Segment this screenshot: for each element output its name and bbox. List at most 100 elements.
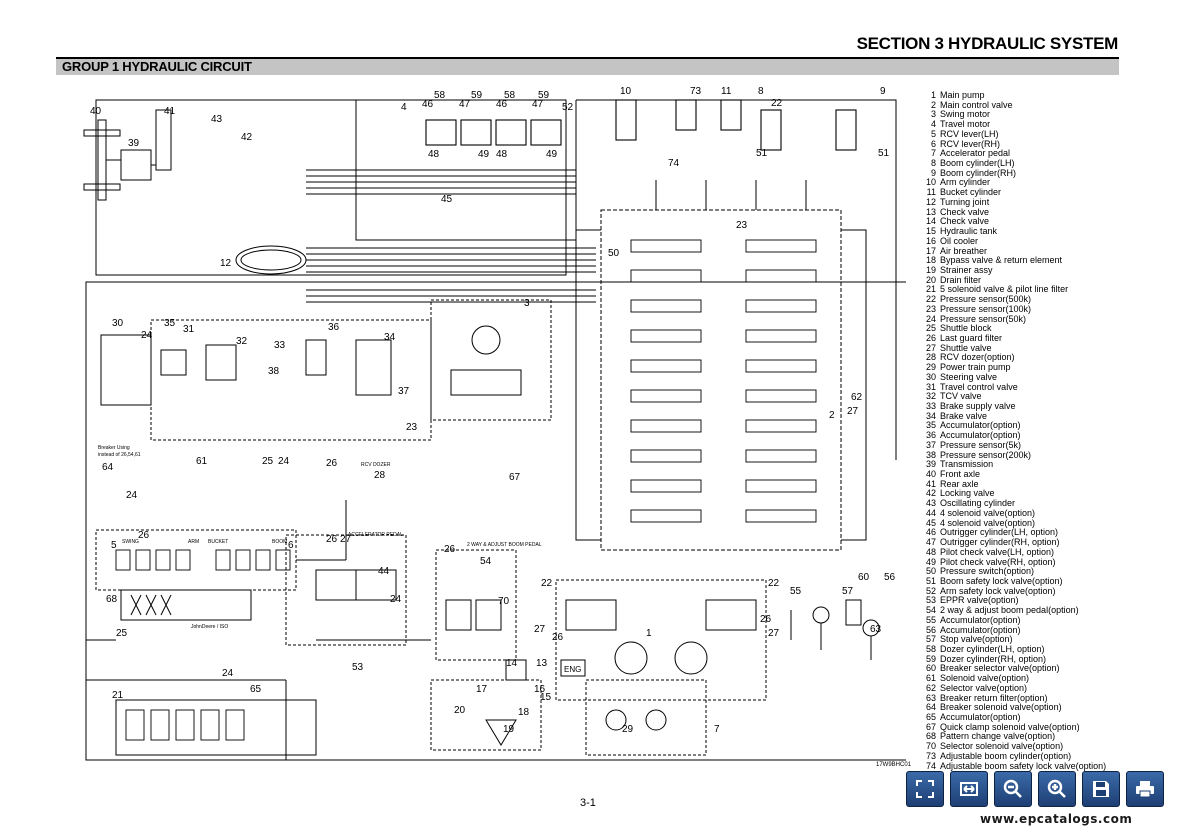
save-button[interactable]: [1082, 771, 1120, 807]
diagram-label-16: 16: [534, 684, 546, 695]
diagram-label-23: 23: [736, 220, 748, 231]
legend-item-number: 3: [930, 109, 936, 120]
diagram-label-26: 26: [326, 458, 338, 469]
diagram-label-58: 58: [434, 90, 446, 101]
legend-item-number: 24: [925, 313, 936, 324]
diagram-label-47: 47: [459, 99, 471, 110]
fit-page-button[interactable]: [906, 771, 944, 807]
fit-width-button[interactable]: [950, 771, 988, 807]
legend-item-text: Pressure sensor(100k): [940, 303, 1032, 314]
legend-item-text: Pressure sensor(200k): [940, 449, 1032, 460]
legend-item-text: Main pump: [940, 90, 985, 100]
diagram-label-34: 34: [384, 332, 396, 343]
page-number: 3-1: [580, 797, 596, 809]
legend-item-text: RCV lever(LH): [940, 128, 999, 139]
legend-item-number: 28: [925, 352, 936, 363]
hydraulic-circuit-schematic: 40 41 43 42 39 4 58 59 58 59 46 47 46 47…: [83, 86, 906, 761]
diagram-label-18: 18: [518, 707, 530, 718]
legend-item-text: Boom safety lock valve(option): [940, 575, 1063, 586]
legend-item-number: 47: [925, 537, 936, 548]
legend-item-number: 30: [925, 371, 936, 382]
legend-item-number: 39: [925, 459, 936, 470]
diagram-label-61: 61: [196, 456, 208, 467]
diagram-label-43: 43: [211, 114, 223, 125]
legend-item-number: 50: [925, 566, 936, 577]
legend-item-text: Power train pump: [940, 362, 1011, 373]
legend-item: 17 Air breather: [922, 245, 1192, 257]
diagram-label-73: 73: [690, 86, 702, 97]
legend-item-number: 44: [925, 507, 936, 518]
diagram-label-accelerator: ACCELERATOR PEDAL: [348, 532, 403, 538]
diagram-label-41: 41: [164, 106, 176, 117]
diagram-label-55: 55: [790, 586, 802, 597]
legend-item-text: 4 solenoid valve(option): [940, 507, 1036, 518]
zoom-in-icon: [1047, 779, 1066, 798]
legend-item-text: Steering valve: [940, 371, 998, 382]
diagram-label-13: 13: [536, 658, 548, 669]
legend-item-text: Pressure sensor(5k): [940, 439, 1022, 450]
diagram-label-59: 59: [471, 90, 483, 101]
diagram-label-58b: 58: [504, 90, 516, 101]
diagram-label-19: 19: [503, 724, 515, 735]
legend-item-number: 40: [925, 469, 936, 480]
diagram-label-60: 60: [858, 572, 870, 583]
legend-item-text: Accumulator(option): [940, 420, 1021, 431]
diagram-label-36: 36: [328, 322, 340, 333]
legend-item-text: Arm cylinder: [940, 177, 991, 188]
legend-item-text: Travel motor: [940, 119, 991, 130]
diagram-label-63: 63: [870, 624, 882, 635]
print-button[interactable]: [1126, 771, 1164, 807]
diagram-label-24e: 24: [222, 668, 234, 679]
legend-item-number: 6: [930, 138, 936, 149]
diagram-label-46: 46: [422, 99, 434, 110]
legend-item-number: 17: [925, 245, 936, 256]
legend-item-text: Outrigger cylinder(RH, option): [940, 537, 1060, 548]
section-title: SECTION 3 HYDRAULIC SYSTEM: [856, 34, 1119, 53]
diagram-label-26e: 26: [552, 632, 564, 643]
watermark-text: www.epcatalogs.com: [980, 812, 1133, 826]
legend-item-number: 8: [930, 158, 936, 169]
legend-item-text: Pilot check valve(RH, option): [940, 556, 1056, 567]
legend-item-text: Air breather: [940, 245, 988, 256]
zoom-out-button[interactable]: [994, 771, 1032, 807]
diagram-label-9: 9: [880, 86, 886, 97]
legend-item-text: Brake valve: [940, 410, 988, 421]
diagram-label-37: 37: [398, 386, 410, 397]
zoom-out-icon: [1003, 779, 1022, 798]
diagram-label-24d: 24: [390, 594, 402, 605]
legend-item-number: 60: [925, 663, 936, 674]
legend-item-number: 11: [926, 187, 936, 198]
diagram-label-14: 14: [506, 658, 518, 669]
diagram-label-59b: 59: [538, 90, 550, 101]
diagram-label-54: 54: [480, 556, 492, 567]
legend-item-number: 20: [925, 274, 936, 285]
legend-item-number: 61: [925, 673, 936, 684]
legend-item-text: Accumulator(option): [940, 430, 1021, 441]
save-icon: [1093, 781, 1109, 797]
diagram-label-52: 52: [562, 102, 574, 113]
legend-item-text: Turning joint: [940, 196, 990, 207]
legend-item-text: 5 solenoid valve & pilot line filter: [940, 284, 1069, 295]
figure-code: 17W9BHC01: [876, 762, 912, 768]
legend-item-number: 74: [925, 760, 936, 771]
legend-item-number: 7: [930, 148, 936, 159]
zoom-in-button[interactable]: [1038, 771, 1076, 807]
legend-item: 30 Steering valve: [922, 371, 1192, 383]
diagram-label-70: 70: [498, 596, 510, 607]
